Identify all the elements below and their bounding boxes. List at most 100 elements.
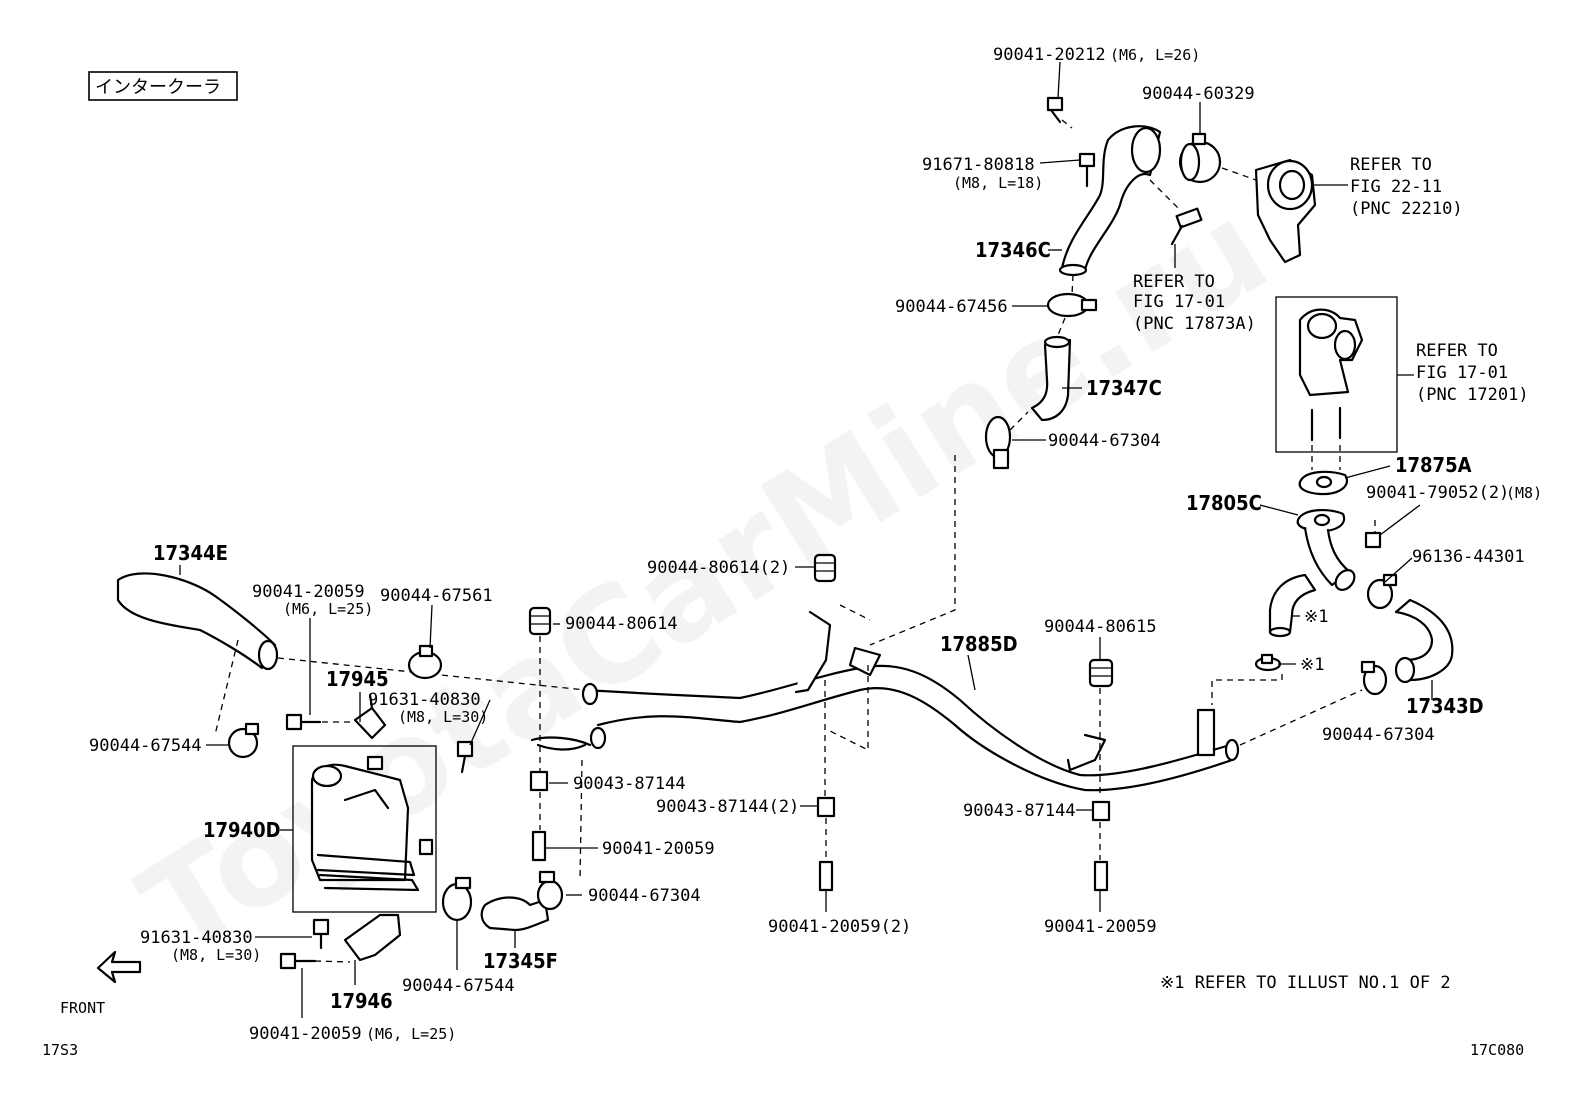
collar-icon	[1091, 800, 1111, 822]
refer-text: (PNC 17201)	[1416, 385, 1529, 405]
callout-label: 90043-87144	[573, 774, 686, 794]
callout-label: 90044-67304	[1322, 725, 1435, 745]
callout-label: 90044-67561	[380, 586, 493, 606]
callout-label: 90043-87144(2)	[656, 797, 799, 817]
callout-label: 91631-40830	[368, 690, 481, 710]
clamp-icon	[1046, 292, 1098, 318]
callout-spec: (M6, L=25)	[283, 600, 373, 618]
part-number-label: 17945	[326, 667, 389, 691]
callout-spec: (M8)	[1506, 484, 1542, 502]
callout-label: 90041-20059	[1044, 917, 1157, 937]
clamp-icon	[407, 644, 443, 680]
callout-spec: (M8, L=18)	[953, 174, 1043, 192]
refer-text: FIG 17-01	[1416, 363, 1508, 383]
callout-label: 90041-20059(2)	[768, 917, 911, 937]
clamp-icon	[1360, 660, 1388, 696]
part-number-label: 17343D	[1406, 694, 1484, 718]
front-arrow-icon	[96, 950, 142, 984]
top-duct-assembly	[1046, 96, 1348, 277]
reference-mark: ※1	[1300, 655, 1324, 675]
callout-label: 90044-67544	[89, 736, 202, 756]
callout-label: 90043-87144	[963, 801, 1076, 821]
callout-label: 90044-67304	[1048, 431, 1161, 451]
callout-spec: (M6, L=26)	[1110, 46, 1200, 64]
front-label: FRONT	[60, 999, 105, 1017]
callout-label: 96136-44301	[1412, 547, 1525, 567]
clamp-icon	[1254, 653, 1282, 672]
sensor-icon	[1149, 179, 1203, 246]
part-number-label: 17940D	[203, 818, 281, 842]
grommet-icon	[1088, 658, 1114, 688]
bolt-icon	[456, 740, 474, 774]
main-pipe-17885d	[530, 604, 1363, 800]
clamp-icon	[1178, 132, 1222, 184]
clamp-icon	[536, 870, 564, 911]
part-number-label: 17344E	[153, 541, 228, 565]
collar-icon	[529, 770, 549, 792]
clamp-icon	[984, 415, 1012, 470]
part-number-label: 17347C	[1086, 376, 1162, 400]
hose-17344e-assembly	[116, 572, 586, 759]
nut-icon	[1364, 531, 1382, 549]
clamp-icon	[227, 722, 260, 759]
callout-label: 90044-80615	[1044, 617, 1157, 637]
intercooler-17940d	[280, 745, 437, 913]
callout-label: 91631-40830	[140, 928, 253, 948]
throttle-body-icon	[1254, 158, 1317, 264]
callout-label: 90044-80614(2)	[647, 558, 790, 578]
refer-text: FIG 22-11	[1350, 177, 1442, 197]
part-number-label: 17875A	[1395, 453, 1472, 477]
callout-spec: (M8, L=30)	[171, 946, 261, 964]
callout-label: 91671-80818	[922, 155, 1035, 175]
figure-code-left: 17S3	[42, 1041, 78, 1059]
grommet-icon	[813, 553, 837, 583]
bolt-icon	[531, 830, 547, 862]
part-number-label: 17805C	[1186, 491, 1262, 515]
callout-label: 90041-20059	[249, 1024, 362, 1044]
title-text: インタークーラ	[95, 77, 221, 98]
callout-label: 90044-67456	[895, 297, 1008, 317]
callout-spec: (M8, L=30)	[398, 708, 488, 726]
bolt-icon	[1078, 152, 1096, 188]
reference-mark: ※1	[1304, 607, 1328, 627]
callout-label: 90044-67544	[402, 976, 515, 996]
callouts: 90041-20212 (M6, L=26) 90044-60329 91671…	[89, 45, 1542, 1044]
bolt-icon	[279, 952, 317, 970]
bolt-icon	[818, 860, 834, 892]
grommet-icon	[528, 606, 552, 636]
callout-label: 90041-20212	[993, 45, 1106, 65]
refer-text: REFER TO	[1350, 155, 1432, 175]
gasket-assembly	[1296, 445, 1382, 591]
turbo-refer-box	[1275, 296, 1414, 453]
refer-text: (PNC 17873A)	[1133, 314, 1256, 334]
callout-label: 90041-20059	[602, 839, 715, 859]
callout-label: 90041-79052(2)	[1366, 483, 1509, 503]
figure-code-right: 17C080	[1470, 1041, 1524, 1059]
callout-label: 90044-67304	[588, 886, 701, 906]
callout-spec: (M6, L=25)	[366, 1025, 456, 1043]
callout-label: 90041-20059	[252, 582, 365, 602]
reference-hose-assembly	[1211, 573, 1317, 705]
part-number-label: 17885D	[940, 632, 1018, 656]
bolt-icon	[312, 918, 330, 950]
hose-17343d-assembly	[1360, 573, 1454, 700]
refer-text: REFER TO	[1416, 341, 1498, 361]
refer-text: REFER TO	[1133, 272, 1215, 292]
hose-17347c-assembly	[869, 274, 1098, 646]
part-number-label: 17345F	[483, 949, 558, 973]
part-number-label: 17946	[330, 989, 393, 1013]
hose-17345f-assembly	[441, 870, 564, 932]
callout-label: 90044-80614	[565, 614, 678, 634]
bracket-17946-assembly	[279, 913, 402, 970]
leader-lines	[179, 61, 1421, 1018]
clamp-icon	[441, 876, 473, 922]
hose-17345f	[480, 896, 550, 932]
refer-text: FIG 17-01	[1133, 292, 1225, 312]
refer-text: (PNC 22210)	[1350, 199, 1463, 219]
bolt-icon	[1046, 96, 1073, 129]
reference-note: ※1 REFER TO ILLUST NO.1 OF 2	[1160, 973, 1451, 993]
hose-17347c	[1030, 338, 1072, 422]
bolt-icon	[1093, 860, 1109, 892]
clamp-icon	[1366, 573, 1398, 610]
